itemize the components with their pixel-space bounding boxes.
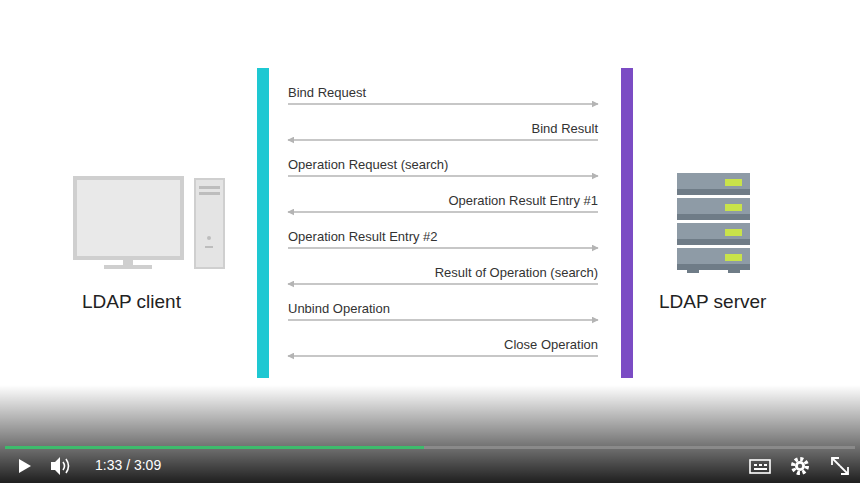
client-lifeline (257, 68, 269, 378)
message-label: Operation Result Entry #1 (448, 193, 598, 209)
message-label: Result of Operation (search) (435, 265, 598, 281)
message-label: Operation Result Entry #2 (288, 229, 438, 245)
message-label: Bind Result (532, 121, 598, 137)
settings-icon (793, 459, 807, 473)
play-icon (19, 459, 31, 473)
endpoint-node: LDAP server (598, 170, 852, 320)
node-label: LDAP client (82, 291, 288, 314)
fullscreen-icon (832, 458, 848, 474)
message-arrow (288, 103, 598, 105)
message-arrow (288, 283, 598, 285)
message-arrow (288, 355, 598, 357)
message-label: Unbind Operation (288, 301, 390, 317)
captions-icon (750, 460, 770, 473)
message-arrow (288, 211, 598, 213)
video-time: 1:33 / 3:09 (95, 457, 161, 474)
message-arrow (288, 175, 598, 177)
computer-icon (75, 178, 224, 269)
video-controls (0, 385, 860, 483)
server-lifeline (621, 68, 633, 378)
message-arrow (288, 247, 598, 249)
message-arrow (288, 319, 598, 321)
volume-icon (51, 457, 69, 475)
message-arrow (288, 139, 598, 141)
message-label: Operation Request (search) (288, 157, 448, 173)
server-icon (677, 173, 750, 273)
message-label: Close Operation (504, 337, 598, 353)
endpoint-node: LDAP client (60, 170, 288, 320)
node-label: LDAP server (659, 291, 852, 314)
message-label: Bind Request (288, 85, 366, 101)
